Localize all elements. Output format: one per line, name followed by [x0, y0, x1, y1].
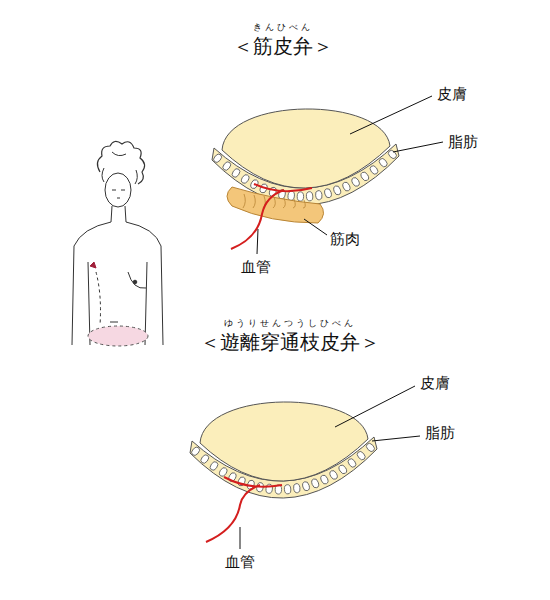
fat-cell [387, 149, 398, 160]
fat-cell [199, 453, 210, 464]
fat-cell [365, 442, 376, 453]
fat-cell [329, 469, 339, 480]
perforator-flap [190, 402, 377, 542]
part-label: 血管 [241, 258, 271, 276]
fat-cell [356, 450, 367, 461]
part-label: 皮膚 [437, 85, 467, 103]
fat-cell [231, 167, 242, 178]
part-label: 皮膚 [420, 374, 450, 392]
fat-cell [378, 157, 389, 168]
ruby-reading: ゆうりせんつうしひべん [224, 318, 356, 329]
fat-cell [218, 466, 228, 477]
body-figure [72, 141, 163, 346]
fat-cell [240, 173, 250, 184]
fat-cell [284, 484, 291, 494]
fat-cell [209, 460, 220, 471]
part-label: 筋肉 [330, 230, 360, 248]
ruby-reading: きんひべん [253, 22, 313, 33]
part-label: 脂肪 [448, 133, 478, 151]
part-label: 血管 [225, 553, 255, 571]
section-heading: ＜筋皮弁＞ [233, 34, 333, 58]
fat-cell [297, 192, 304, 201]
fat-cell [338, 464, 348, 475]
fat-cell [342, 181, 352, 192]
fat-cell [266, 484, 273, 494]
fat-cell [306, 191, 313, 201]
fat-cell [212, 153, 223, 164]
blood-vessel [206, 477, 282, 542]
fat-cell [293, 483, 301, 493]
myocutaneous-flap [212, 109, 399, 249]
muscle [227, 187, 324, 223]
skin-layer [222, 109, 390, 188]
blood-vessel [231, 184, 312, 249]
fat-cell [320, 474, 330, 485]
fat-cell [351, 176, 361, 187]
fat-cell [221, 160, 232, 171]
part-label: 脂肪 [425, 424, 455, 442]
fat-cell [302, 481, 311, 492]
fat-cell [347, 457, 358, 468]
section-heading: ＜遊離穿通枝皮弁＞ [200, 330, 380, 354]
fat-cell [324, 188, 333, 199]
skin-layer [200, 402, 368, 481]
fat-cell [360, 171, 370, 182]
fat-cell [369, 164, 380, 175]
fat-cell [315, 190, 323, 200]
fat-cell [190, 446, 201, 457]
fat-cell [311, 478, 320, 489]
fat-cell [333, 185, 342, 196]
